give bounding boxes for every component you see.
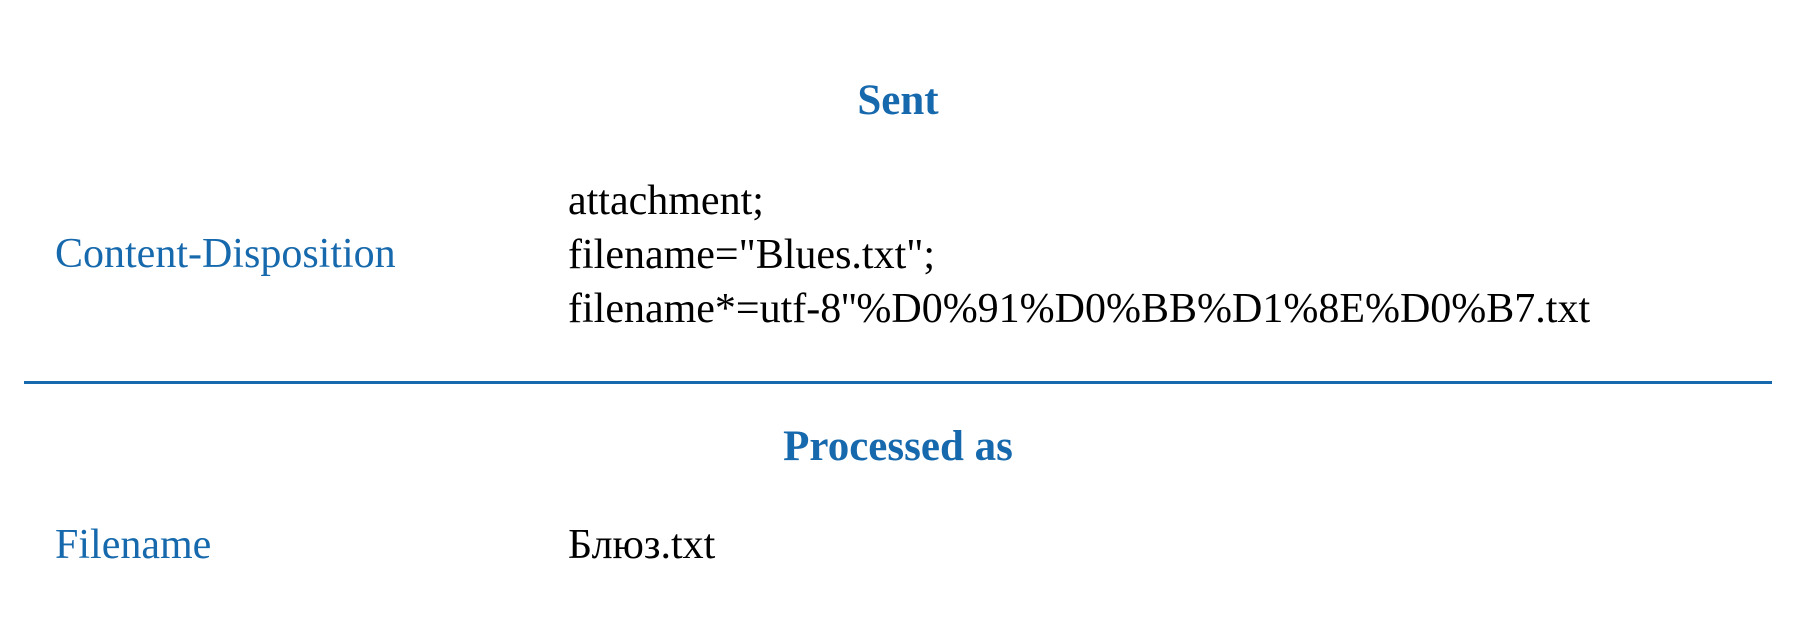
processed-heading: Processed as: [783, 423, 1013, 470]
value-line: filename="Blues.txt";: [568, 232, 936, 278]
content-disposition-value: attachment; filename="Blues.txt"; filena…: [568, 174, 1590, 336]
section-divider: [24, 381, 1772, 384]
content-disposition-label: Content-Disposition: [55, 231, 396, 277]
filename-label: Filename: [55, 522, 212, 568]
sent-heading: Sent: [857, 77, 939, 124]
filename-value: Блюз.txt: [568, 522, 716, 568]
value-line: filename*=utf-8''%D0%91%D0%BB%D1%8E%D0%B…: [568, 286, 1591, 332]
value-line: attachment;: [568, 178, 764, 224]
